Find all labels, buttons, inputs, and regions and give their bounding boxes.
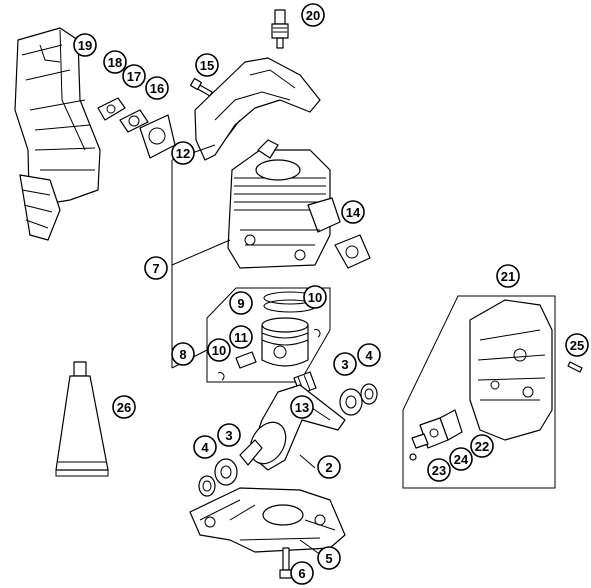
callout-22: 22 <box>470 434 494 458</box>
grease-tube-part-26 <box>55 361 109 477</box>
svg-text:26: 26 <box>117 400 131 415</box>
svg-text:24: 24 <box>454 452 469 467</box>
callout-8: 8 <box>171 342 195 366</box>
seal-part-4-right <box>360 383 378 405</box>
cover-part-21 <box>469 299 553 441</box>
callout-4-right: 4 <box>357 343 381 367</box>
svg-text:8: 8 <box>179 347 186 362</box>
svg-text:6: 6 <box>298 566 305 581</box>
svg-text:25: 25 <box>570 338 584 353</box>
seal-part-4-left <box>198 475 216 497</box>
svg-text:11: 11 <box>234 330 248 345</box>
svg-text:14: 14 <box>346 205 361 220</box>
svg-text:21: 21 <box>501 269 515 284</box>
callout-5: 5 <box>317 546 341 570</box>
callout-21: 21 <box>496 264 520 288</box>
callout-24: 24 <box>449 447 473 471</box>
callout-20: 20 <box>301 3 325 27</box>
gasket-part-17 <box>119 109 149 133</box>
callout-15: 15 <box>195 53 219 77</box>
bearing-part-3-left <box>214 458 238 486</box>
callout-26: 26 <box>112 395 136 419</box>
piston-kit-frame <box>206 287 331 383</box>
svg-text:18: 18 <box>108 55 122 70</box>
cylinder-part-7 <box>227 139 341 269</box>
screw-part-15 <box>189 77 213 97</box>
svg-text:20: 20 <box>306 8 320 23</box>
svg-text:4: 4 <box>201 440 209 455</box>
callout-18: 18 <box>103 50 127 74</box>
callout-11: 11 <box>229 325 253 349</box>
svg-text:13: 13 <box>295 400 309 415</box>
callout-23: 23 <box>427 458 451 482</box>
callout-7: 7 <box>144 256 168 280</box>
shroud-part-19 <box>14 27 101 241</box>
svg-text:10: 10 <box>212 343 226 358</box>
svg-text:15: 15 <box>200 58 214 73</box>
spark-plug-part-20 <box>271 9 289 49</box>
svg-text:19: 19 <box>78 38 92 53</box>
svg-text:4: 4 <box>365 348 373 363</box>
gasket-part-14 <box>334 234 371 269</box>
callout-13: 13 <box>290 395 314 419</box>
svg-text:3: 3 <box>225 428 232 443</box>
callout-2: 2 <box>317 455 341 479</box>
gasket-part-18 <box>97 97 126 121</box>
svg-text:2: 2 <box>325 460 332 475</box>
callout-3-left: 3 <box>217 423 241 447</box>
svg-text:3: 3 <box>341 357 348 372</box>
callout-12: 12 <box>171 141 195 165</box>
svg-text:10: 10 <box>308 290 322 305</box>
svg-text:23: 23 <box>432 463 446 478</box>
svg-text:16: 16 <box>150 81 164 96</box>
svg-text:5: 5 <box>325 551 332 566</box>
callout-14: 14 <box>341 200 365 224</box>
cover-kit-frame <box>402 295 556 489</box>
callout-16: 16 <box>145 76 169 100</box>
callout-3-right: 3 <box>333 352 357 376</box>
cover-part-12 <box>194 57 321 161</box>
crankshaft-part-2 <box>239 384 346 471</box>
svg-text:9: 9 <box>237 296 244 311</box>
screw-part-23 <box>409 453 417 461</box>
svg-text:12: 12 <box>176 146 190 161</box>
fitting-part-22 <box>411 417 449 449</box>
callout-17: 17 <box>122 64 146 88</box>
callout-9: 9 <box>229 291 253 315</box>
circlip-part-10 <box>217 329 321 381</box>
callout-10-right: 10 <box>303 285 327 309</box>
screw-part-25 <box>567 361 583 373</box>
callout-4-left: 4 <box>193 435 217 459</box>
callout-10-left: 10 <box>207 338 231 362</box>
piston-pin-part-11 <box>235 351 257 369</box>
crankcase-part-5 <box>189 487 346 553</box>
piston <box>261 317 309 367</box>
svg-text:7: 7 <box>152 261 159 276</box>
callout-25: 25 <box>565 333 589 357</box>
callout-6: 6 <box>290 561 314 585</box>
bearing-part-3-right <box>339 388 363 416</box>
svg-text:22: 22 <box>475 439 489 454</box>
callout-19: 19 <box>73 33 97 57</box>
screw-part-6 <box>279 547 293 579</box>
svg-text:17: 17 <box>127 69 141 84</box>
